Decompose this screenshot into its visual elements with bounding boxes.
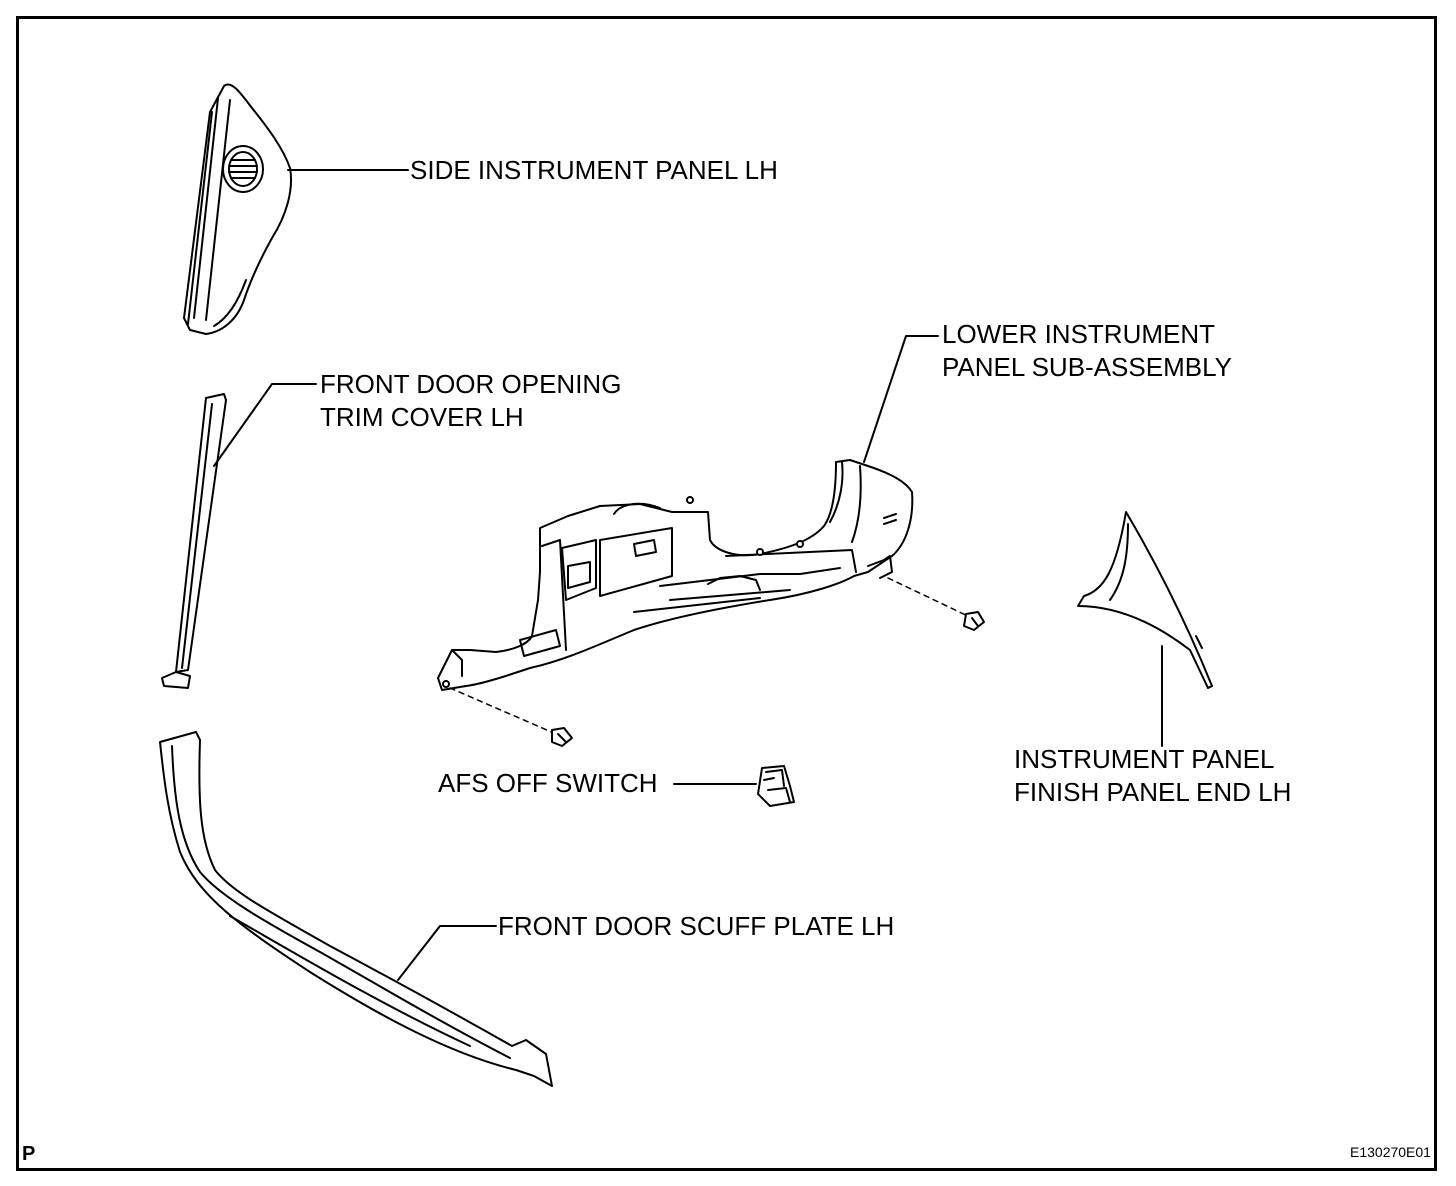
screw-right-dashline (887, 577, 973, 619)
instrument-panel-finish-end-label-line2: FINISH PANEL END LH (1014, 777, 1292, 807)
lower-panel-leader (863, 335, 939, 463)
lower-instrument-panel-label-line2: PANEL SUB-ASSEMBLY (942, 352, 1232, 382)
front-door-scuff-plate-label: FRONT DOOR SCUFF PLATE LH (498, 911, 895, 941)
instrument-panel-finish-end-part (1077, 511, 1213, 689)
front-door-opening-trim-label-line2: TRIM COVER LH (320, 402, 524, 432)
instrument-panel-finish-end-label-line1: INSTRUMENT PANEL (1014, 744, 1275, 774)
front-door-scuff-plate-part (159, 731, 553, 1087)
screw-left (551, 727, 573, 747)
screw-right (963, 611, 985, 631)
front-door-opening-trim-part (161, 393, 227, 689)
afs-off-switch-part (757, 765, 795, 807)
trim-cover-leader (213, 383, 317, 467)
lower-instrument-panel-label: LOWER INSTRUMENT PANEL SUB-ASSEMBLY (942, 318, 1232, 384)
scuff-plate-leader (397, 925, 497, 981)
afs-off-switch-label: AFS OFF SWITCH (438, 768, 658, 798)
lower-instrument-panel-label-line1: LOWER INSTRUMENT (942, 319, 1215, 349)
side-instrument-panel-part (183, 83, 292, 335)
figure-id: E130270E01 (1350, 1144, 1431, 1160)
lower-instrument-panel-part (437, 459, 914, 691)
front-door-opening-trim-label-line1: FRONT DOOR OPENING (320, 369, 622, 399)
instrument-panel-finish-end-label: INSTRUMENT PANEL FINISH PANEL END LH (1014, 743, 1291, 809)
side-instrument-panel-label: SIDE INSTRUMENT PANEL LH (410, 155, 778, 185)
corner-mark: P (22, 1143, 36, 1165)
screw-left-dashline (449, 687, 557, 735)
front-door-opening-trim-label: FRONT DOOR OPENING TRIM COVER LH (320, 368, 621, 434)
